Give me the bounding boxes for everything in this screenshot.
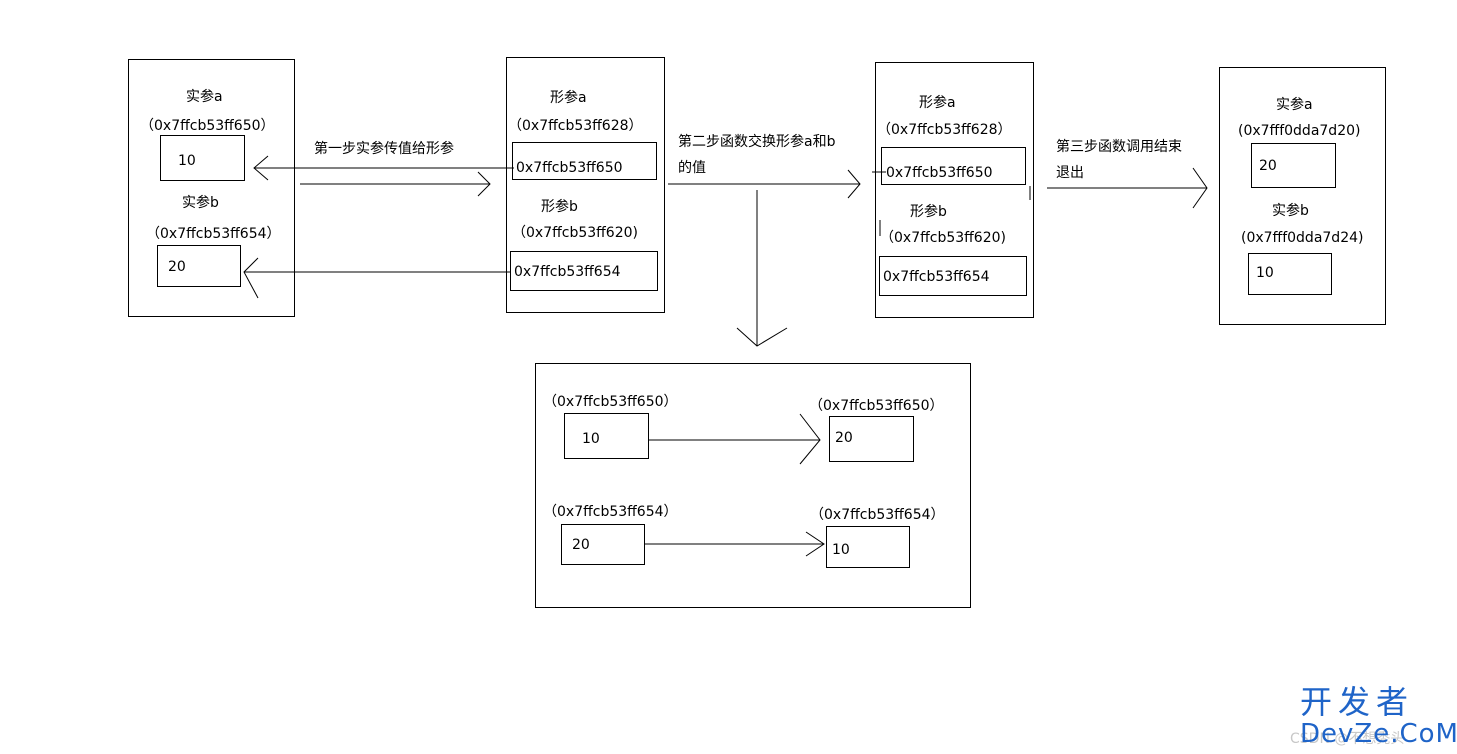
swap-left-top-cell [564,413,649,459]
formal-b-address: （0x7ffcb53ff620) [512,225,638,241]
watermark-faint-text: CSDN @不想秃头 [1290,731,1405,747]
watermark-logo-cn: 开发者 [1300,683,1415,721]
result-a-address: (0x7fff0dda7d20) [1238,123,1361,139]
result-a-cell [1251,143,1336,188]
swap-right-top-cell [829,416,914,462]
step2-text-line2: 的值 [678,160,706,176]
formal2-a-cell [881,147,1026,185]
swap-right-bottom-address: （0x7ffcb53ff654） [810,507,945,523]
actual-b-cell [157,245,241,287]
formal-a-address: （0x7ffcb53ff628） [508,118,643,134]
result-params-box [1219,67,1386,325]
watermark-logo-en: DevZe.CoM [1300,719,1457,749]
formal-b-label: 形参b [541,199,578,215]
step1-text: 第一步实参传值给形参 [314,141,454,157]
result-b-address: (0x7fff0dda7d24) [1241,230,1364,246]
swap-right-top-address: （0x7ffcb53ff650） [809,398,944,414]
result-b-cell [1248,253,1332,295]
swap-left-top-address: （0x7ffcb53ff650） [543,394,678,410]
actual-a-cell [160,135,245,181]
actual-b-label: 实参b [182,195,219,211]
arrow-step1-head [477,171,491,197]
arrow-down-head [736,327,788,347]
formal2-b-cell [879,256,1027,296]
actual-a-value: 10 [178,153,196,169]
swap-left-top-value: 10 [582,431,600,447]
step2-text-line1: 第二步函数交换形参a和b [678,134,836,150]
formal-b-value: 0x7ffcb53ff654 [514,264,621,280]
formal2-a-label: 形参a [919,95,956,111]
actual-b-address: （0x7ffcb53ff654） [146,226,281,242]
formal2-b-label: 形参b [910,204,947,220]
result-b-label: 实参b [1272,203,1309,219]
formal-params-box [506,57,665,313]
formal-a-value: 0x7ffcb53ff650 [516,160,623,176]
formal2-b-value: 0x7ffcb53ff654 [883,269,990,285]
result-a-value: 20 [1259,158,1277,174]
step3-text-line1: 第三步函数调用结束 [1056,139,1182,155]
result-b-value: 10 [1256,265,1274,281]
formal2-b-address: （0x7ffcb53ff620) [880,230,1006,246]
actual-params-box [128,59,295,317]
formal2-a-value: 0x7ffcb53ff650 [886,165,993,181]
result-a-label: 实参a [1276,97,1313,113]
formal-params-box-2 [875,62,1034,318]
formal-a-cell [512,142,657,180]
step3-text-line2: 退出 [1056,165,1084,181]
actual-a-label: 实参a [186,89,223,105]
actual-a-address: （0x7ffcb53ff650） [140,118,275,134]
swap-detail-box [535,363,971,608]
formal-b-cell [510,251,658,291]
arrow-step3-head [1192,167,1208,209]
arrow-step2-head [847,169,861,199]
swap-right-top-value: 20 [835,430,853,446]
formal2-a-address: （0x7ffcb53ff628） [877,122,1012,138]
actual-b-value: 20 [168,259,186,275]
swap-left-bottom-cell [561,524,645,565]
swap-left-bottom-address: （0x7ffcb53ff654） [543,504,678,520]
swap-left-bottom-value: 20 [572,537,590,553]
swap-right-bottom-value: 10 [832,542,850,558]
swap-right-bottom-cell [826,526,910,568]
formal-a-label: 形参a [550,90,587,106]
